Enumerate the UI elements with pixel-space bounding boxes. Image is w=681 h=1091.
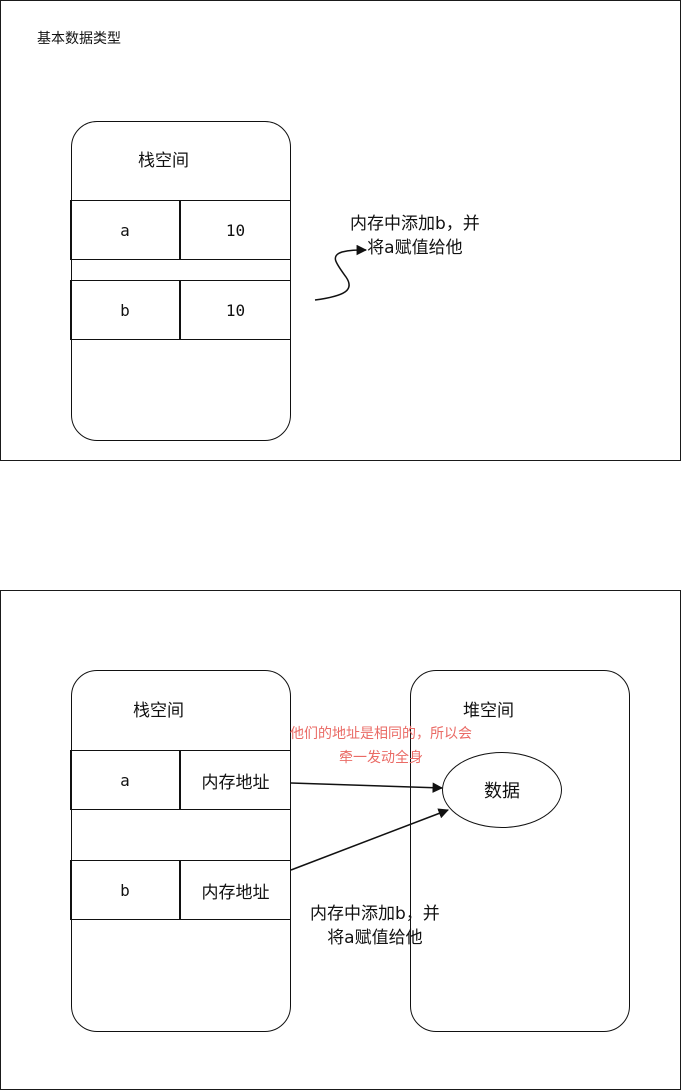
diagram1-title: 基本数据类型 bbox=[37, 31, 121, 47]
shared-address-note-line1: 他们的地址是相同的，所以会 bbox=[290, 726, 472, 742]
ref-a-name-cell: a bbox=[70, 750, 180, 810]
diagram1-note: 内存中添加b，并 将a赋值给他 bbox=[350, 212, 480, 260]
diagram1-note-line2: 将a赋值给他 bbox=[367, 238, 463, 258]
shared-address-note: 他们的地址是相同的，所以会 牵一发动全身 bbox=[290, 722, 472, 770]
stack-space-title-1: 栈空间 bbox=[138, 151, 189, 171]
var-b-name-cell: b bbox=[70, 280, 180, 340]
primitive-type-frame bbox=[0, 0, 681, 461]
ref-a-address-cell: 内存地址 bbox=[180, 750, 291, 810]
stack-space-title-2: 栈空间 bbox=[133, 701, 184, 721]
diagram1-note-line1: 内存中添加b，并 bbox=[350, 214, 480, 234]
shared-address-note-line2: 牵一发动全身 bbox=[339, 750, 423, 766]
var-b-value-cell: 10 bbox=[180, 280, 291, 340]
var-a-value-cell: 10 bbox=[180, 200, 291, 260]
heap-space-title: 堆空间 bbox=[463, 701, 514, 721]
diagram2-note: 内存中添加b，并 将a赋值给他 bbox=[310, 902, 440, 950]
ref-b-name-cell: b bbox=[70, 860, 180, 920]
var-a-name-cell: a bbox=[70, 200, 180, 260]
ref-b-address-cell: 内存地址 bbox=[180, 860, 291, 920]
diagram2-note-line1: 内存中添加b，并 bbox=[310, 904, 440, 924]
diagram2-note-line2: 将a赋值给他 bbox=[327, 928, 423, 948]
stack-space-box-2 bbox=[71, 670, 291, 1032]
